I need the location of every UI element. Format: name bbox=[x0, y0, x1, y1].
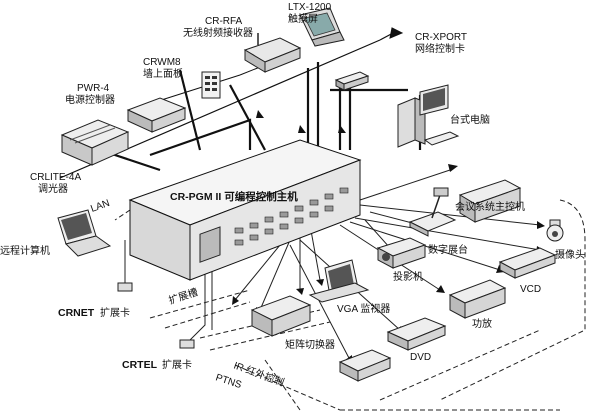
amp-label: 功放 bbox=[472, 317, 492, 330]
crwm8-model-label: CRWM8 bbox=[143, 57, 181, 68]
pwr-name-label: 电源控制器 bbox=[65, 93, 115, 106]
crtel-card-label: 扩展卡 bbox=[162, 358, 192, 371]
visualizer-label: 数字展台 bbox=[428, 243, 468, 256]
host-controller bbox=[128, 139, 362, 281]
matrix-switcher-icon bbox=[250, 295, 312, 337]
dvd-player-icon bbox=[386, 317, 447, 351]
vcd-player-icon bbox=[498, 247, 557, 279]
crtel-label: CRTEL bbox=[122, 359, 158, 371]
camera-label: 摄像头 bbox=[555, 248, 585, 261]
power-controller-icon bbox=[126, 97, 187, 133]
visualizer-icon bbox=[408, 187, 457, 237]
wall-panel-icon bbox=[201, 71, 221, 99]
touch-screen-icon bbox=[299, 7, 345, 47]
ptns-label: PTNS bbox=[214, 372, 243, 391]
camera-icon bbox=[546, 219, 564, 242]
rf-receiver-icon bbox=[243, 33, 302, 73]
host-label: CR-PGM II 可编程控制主机 bbox=[170, 190, 298, 203]
pwr-model-label: PWR-4 bbox=[77, 83, 110, 94]
dashed-zone-lines bbox=[114, 199, 586, 411]
lan-label: LAN bbox=[89, 198, 111, 215]
crwm8-name-label: 墙上面板 bbox=[143, 67, 183, 80]
dimmer-icon bbox=[60, 119, 130, 166]
laptop-icon bbox=[57, 209, 112, 257]
vga-monitor-icon bbox=[308, 259, 370, 303]
amplifier-icon bbox=[448, 279, 507, 319]
ir-device-icon bbox=[338, 349, 392, 382]
rfa-model-label: CR-RFA bbox=[205, 16, 243, 27]
rfa-name-label: 无线射频接收器 bbox=[183, 26, 253, 39]
slot-label: 扩展槽 bbox=[167, 285, 200, 307]
desktop-computer-icon bbox=[397, 84, 460, 148]
crlite-name-label: 调光器 bbox=[38, 182, 68, 195]
desktop-label: 台式电脑 bbox=[450, 113, 490, 126]
xport-name-label: 网络控制卡 bbox=[415, 42, 465, 55]
ltx-model-label: LTX-1200 bbox=[288, 2, 332, 13]
conference-controller-icon bbox=[458, 179, 522, 223]
dvd-label: DVD bbox=[410, 352, 431, 363]
crlite-model-label: CRLITE-4A bbox=[30, 172, 81, 183]
crnet-card-label: 扩展卡 bbox=[100, 306, 130, 319]
ltx-name-label: 触摸屏 bbox=[288, 12, 318, 25]
expansion-card-icons bbox=[117, 282, 195, 349]
vcd-label: VCD bbox=[520, 284, 541, 295]
matrix-label: 矩阵切换器 bbox=[285, 338, 335, 351]
remote-label: 远程计算机 bbox=[0, 244, 50, 257]
vga-label: VGA 监视器 bbox=[337, 302, 390, 315]
conf-label: 会议系统主控机 bbox=[455, 200, 525, 213]
crnet-label: CRNET bbox=[58, 307, 95, 319]
projector-label: 投影机 bbox=[393, 270, 423, 283]
network-card-icon bbox=[334, 71, 370, 91]
projector-icon bbox=[376, 237, 427, 269]
xport-model-label: CR-XPORT bbox=[415, 32, 467, 43]
